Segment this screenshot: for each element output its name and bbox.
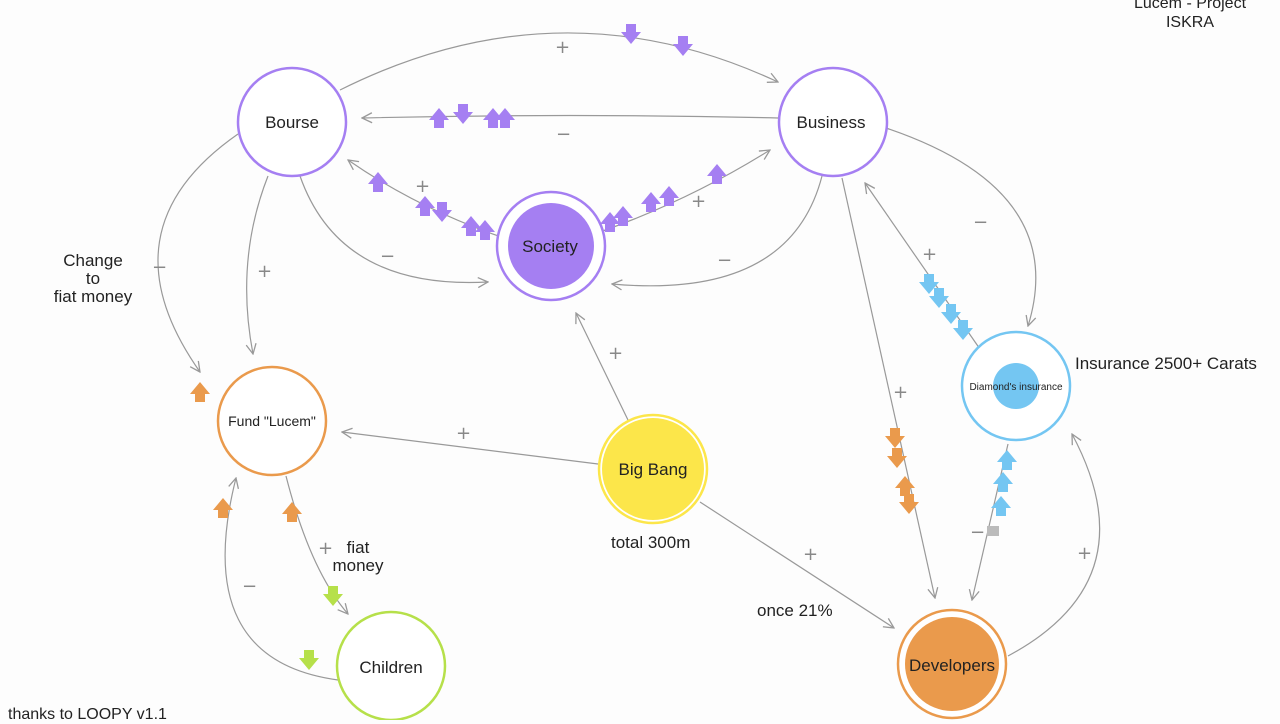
down-arrow-icon	[432, 202, 452, 222]
node-label: Developers	[909, 656, 995, 675]
edges	[157, 32, 1101, 681]
down-arrow-icon	[673, 36, 693, 56]
node-fund-lucem[interactable]: Fund "Lucem"	[216, 365, 328, 477]
edge-bourse-fund-minus[interactable]	[157, 133, 239, 372]
node-label: Society	[522, 237, 578, 256]
edge-business-bourse[interactable]	[362, 116, 779, 119]
up-arrow-icon	[707, 164, 727, 184]
up-arrow-icon	[213, 498, 233, 518]
node-diamonds-insurance[interactable]: Diamond's insurance	[960, 330, 1072, 442]
up-arrow-icon	[282, 502, 302, 522]
sign-minus: −	[152, 257, 167, 278]
neutral-signal	[987, 526, 999, 536]
edge-children-fund[interactable]	[224, 478, 339, 681]
annotation-line: fiat money	[53, 287, 133, 306]
edge-developers-diamonds[interactable]	[1007, 434, 1101, 657]
annotation-change-to-fiat: Change to fiat money	[48, 252, 138, 306]
sign-plus: +	[803, 544, 818, 565]
up-arrow-icon	[895, 476, 915, 496]
up-arrow-icon	[461, 216, 481, 236]
node-label: Diamond's insurance	[969, 382, 1063, 393]
edge-business-developers[interactable]	[841, 177, 935, 598]
sign-plus: +	[415, 176, 430, 197]
down-arrow-icon	[899, 494, 919, 514]
node-label: Fund "Lucem"	[228, 413, 316, 429]
up-arrow-icon	[613, 206, 633, 226]
project-title: Lucem - Project ISKRA	[1112, 0, 1268, 32]
down-arrow-icon	[941, 304, 961, 324]
sign-plus: +	[893, 382, 908, 403]
down-arrow-icon	[887, 448, 907, 468]
down-arrow-icon	[953, 320, 973, 340]
sign-minus: −	[973, 212, 988, 233]
edge-signs: + − + + − − − + + + − + + + − + + −	[152, 37, 1092, 597]
edge-business-diamonds[interactable]	[885, 127, 1037, 326]
down-arrow-icon	[885, 428, 905, 448]
sign-plus: +	[608, 343, 623, 364]
down-arrow-icon	[929, 288, 949, 308]
up-arrow-icon	[429, 108, 449, 128]
node-label: Children	[359, 658, 422, 677]
sign-minus: −	[970, 522, 985, 543]
annotation-line: Change	[63, 251, 123, 270]
node-developers[interactable]: Developers	[896, 608, 1008, 720]
up-arrow-icon	[368, 172, 388, 192]
edge-bourse-society[interactable]	[299, 175, 488, 283]
signal-arrows	[190, 24, 1017, 670]
node-children[interactable]: Children	[335, 610, 447, 720]
sign-plus: +	[922, 244, 937, 265]
annotation-line: fiat	[346, 538, 370, 557]
sign-plus: +	[318, 538, 333, 559]
sign-plus: +	[555, 37, 570, 58]
sign-minus: −	[380, 246, 395, 267]
annotation-line: to	[85, 269, 101, 288]
node-business[interactable]: Business	[777, 66, 889, 178]
down-arrow-icon	[919, 274, 939, 294]
down-arrow-icon	[323, 586, 343, 606]
annotation-total: total 300m	[611, 533, 691, 552]
down-arrow-icon	[299, 650, 319, 670]
up-arrow-icon	[190, 382, 210, 402]
sign-plus: +	[257, 261, 272, 282]
credit-text: thanks to LOOPY v1.1	[8, 706, 167, 723]
sign-minus: −	[242, 576, 257, 597]
sign-minus: −	[717, 250, 732, 271]
up-arrow-icon	[997, 450, 1017, 470]
node-label: Bourse	[265, 113, 319, 132]
annotation-line: money	[332, 556, 384, 575]
up-arrow-icon	[415, 196, 435, 216]
edge-bigbang-fund[interactable]	[342, 432, 599, 465]
edge-fund-children[interactable]	[285, 475, 348, 614]
edge-bourse-fund-plus[interactable]	[247, 175, 269, 354]
node-big-bang[interactable]: Big Bang	[597, 413, 709, 525]
edge-bourse-business[interactable]	[339, 32, 778, 91]
sign-minus: −	[556, 124, 571, 145]
up-arrow-icon	[993, 472, 1013, 492]
down-arrow-icon	[453, 104, 473, 124]
project-title-line: ISKRA	[1165, 14, 1214, 31]
project-title-line: Lucem - Project	[1133, 0, 1247, 12]
up-arrow-icon	[641, 192, 661, 212]
node-label: Business	[797, 113, 866, 132]
annotation-once: once 21%	[757, 601, 833, 620]
sign-plus: +	[691, 191, 706, 212]
up-arrow-icon	[659, 186, 679, 206]
up-arrow-icon	[475, 220, 495, 240]
node-society[interactable]: Society	[495, 190, 607, 302]
sign-plus: +	[1077, 543, 1092, 564]
edge-bigbang-society[interactable]	[576, 313, 629, 421]
node-label: Big Bang	[619, 460, 688, 479]
edge-bigbang-developers[interactable]	[699, 501, 894, 628]
down-arrow-icon	[621, 24, 641, 44]
sign-plus: +	[456, 423, 471, 444]
annotation-fiat-money: fiat money	[326, 539, 390, 575]
annotation-insurance: Insurance 2500+ Carats	[1075, 354, 1257, 373]
up-arrow-icon	[600, 212, 620, 232]
up-arrow-icon	[991, 496, 1011, 516]
node-bourse[interactable]: Bourse	[236, 66, 348, 178]
edge-business-society[interactable]	[612, 175, 823, 286]
up-arrow-icon	[483, 108, 503, 128]
up-arrow-icon	[495, 108, 515, 128]
